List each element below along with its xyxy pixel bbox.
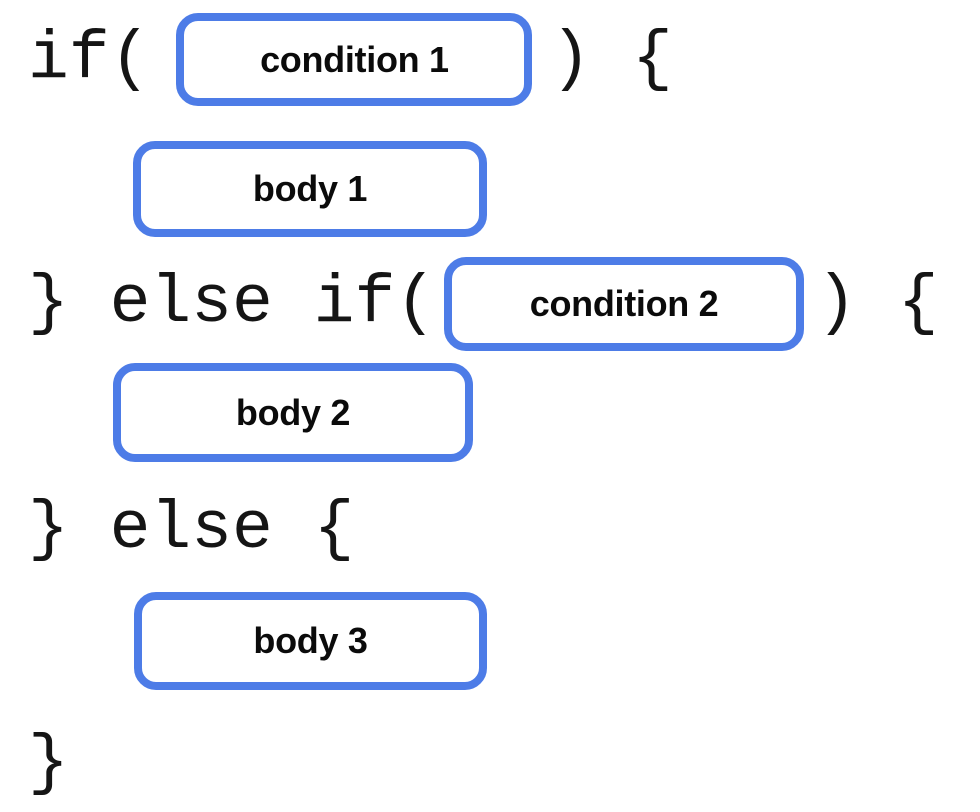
body-3-label: body 3 (253, 620, 368, 661)
body-3-box: body 3 (134, 592, 487, 690)
code-line-closing-brace: } (28, 726, 69, 802)
body-2-label: body 2 (235, 391, 351, 433)
body-1-box: body 1 (133, 141, 487, 237)
body-2-box: body 2 (113, 363, 473, 462)
body-2-row: body 2 (113, 363, 473, 462)
code-line-else: } else { (28, 492, 354, 568)
code-text-if-open: if( (28, 20, 151, 98)
code-line-else-if: } else if( condition 2 ) { (28, 257, 939, 351)
code-text-else-if-open: } else if( (28, 265, 437, 342)
body-1-label: body 1 (252, 168, 368, 209)
code-text-else-if-close: ) { (816, 265, 939, 342)
code-text-else: } else { (28, 491, 355, 568)
body-3-row: body 3 (134, 592, 487, 690)
condition-1-label: condition 1 (260, 38, 449, 80)
condition-1-box: condition 1 (176, 13, 533, 106)
code-text-if-close: ) { (550, 20, 673, 98)
code-line-if: if( condition 1 ) { (28, 13, 673, 106)
condition-2-box: condition 2 (444, 257, 805, 351)
code-text-closing-brace: } (28, 725, 69, 802)
body-1-row: body 1 (133, 141, 487, 237)
condition-2-label: condition 2 (529, 283, 719, 324)
